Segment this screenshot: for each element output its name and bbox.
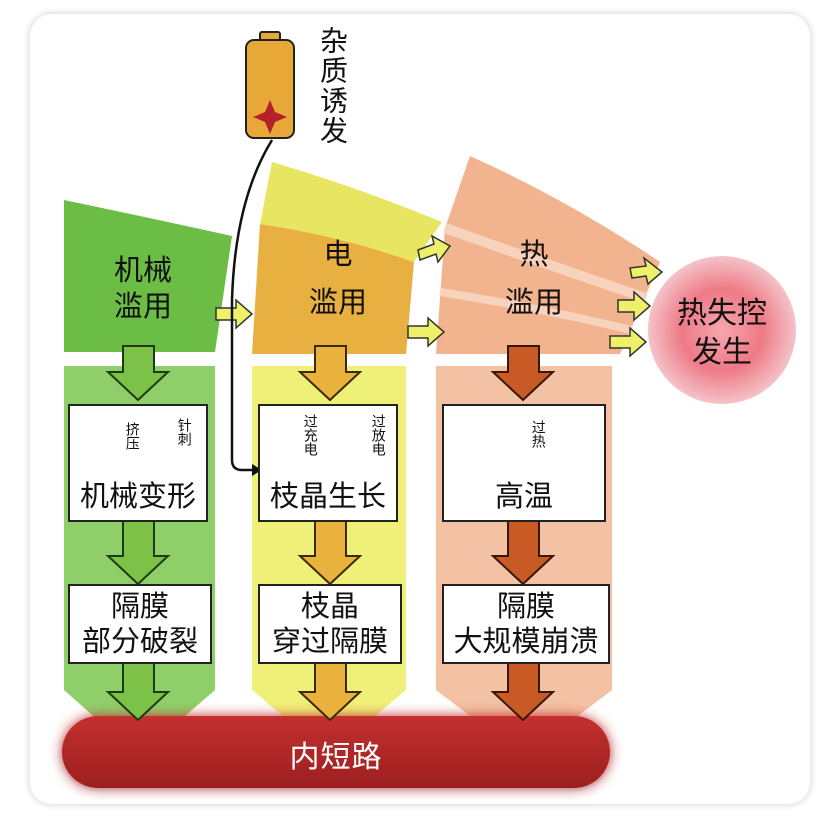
thermal-band-2	[439, 288, 633, 334]
electrical-abuse-label: 滥用	[308, 285, 367, 319]
mechanical-abuse-label: 机械 滥用	[113, 253, 172, 324]
arrow-down-icon	[105, 519, 171, 586]
electrical-label: 电	[323, 237, 353, 271]
arrow-down-icon	[105, 345, 171, 402]
arrow-right-icon	[215, 298, 254, 330]
mechanical-deformation-label: 机械变形	[79, 479, 196, 514]
arrow-right-icon	[629, 256, 664, 286]
thermal-label: 热	[519, 237, 549, 271]
impurity-line-arrowhead	[252, 464, 262, 476]
crush-label: 挤压	[123, 422, 140, 450]
impurity-battery-icon	[245, 31, 295, 139]
thermal-abuse-label: 滥用	[504, 285, 563, 319]
overdischarge-label: 过放电	[369, 414, 386, 456]
short-circuit-bar	[62, 716, 610, 788]
mechanical-stage1-box: 机械变形	[68, 404, 208, 522]
electrical-top-shape	[260, 162, 442, 262]
overcharge-label: 过充电	[301, 414, 318, 456]
thermal-arrows	[490, 345, 556, 722]
mechanical-stage2-box: 隔膜 部分破裂	[68, 584, 212, 664]
electrical-arrows	[297, 345, 363, 722]
separator-partial-rupture-label: 隔膜 部分破裂	[81, 589, 198, 658]
electrical-stage1-box: 枝晶生长	[258, 404, 398, 522]
impurity-label: 杂质诱发	[316, 26, 349, 146]
overheat-label: 过热	[529, 420, 546, 448]
arrow-right-icon	[407, 316, 446, 348]
electrical-mid-shape	[252, 224, 414, 354]
thermal-band-1	[443, 223, 648, 303]
arrow-right-icon	[617, 290, 652, 322]
thermal-runaway-circle	[648, 256, 796, 404]
thermal-stage2-box: 隔膜 大规模崩溃	[442, 584, 610, 664]
dendrite-growth-label: 枝晶生长	[269, 479, 386, 514]
horizontal-arrows	[215, 234, 664, 358]
mechanical-arrows	[105, 345, 171, 722]
thermal-stage1-box: 高温	[442, 404, 606, 522]
arrow-down-icon	[297, 345, 363, 402]
dendrite-penetrate-label: 枝晶 穿过隔膜	[271, 589, 388, 658]
thermal-runaway-label: 热失控 发生	[677, 296, 767, 370]
impurity-line	[230, 139, 274, 472]
arrow-right-icon	[609, 326, 648, 358]
arrow-right-icon	[417, 234, 452, 264]
arrow-down-icon	[297, 519, 363, 586]
high-temperature-label: 高温	[494, 479, 553, 514]
arrow-down-icon	[490, 519, 556, 586]
mechanical-top-shape	[64, 200, 232, 352]
arrow-down-icon	[490, 345, 556, 402]
electrical-stage2-box: 枝晶 穿过隔膜	[258, 584, 402, 664]
separator-collapse-label: 隔膜 大规模崩溃	[453, 589, 599, 658]
internal-short-circuit-label: 内短路	[289, 740, 383, 775]
nail-label: 针刺	[175, 418, 192, 446]
